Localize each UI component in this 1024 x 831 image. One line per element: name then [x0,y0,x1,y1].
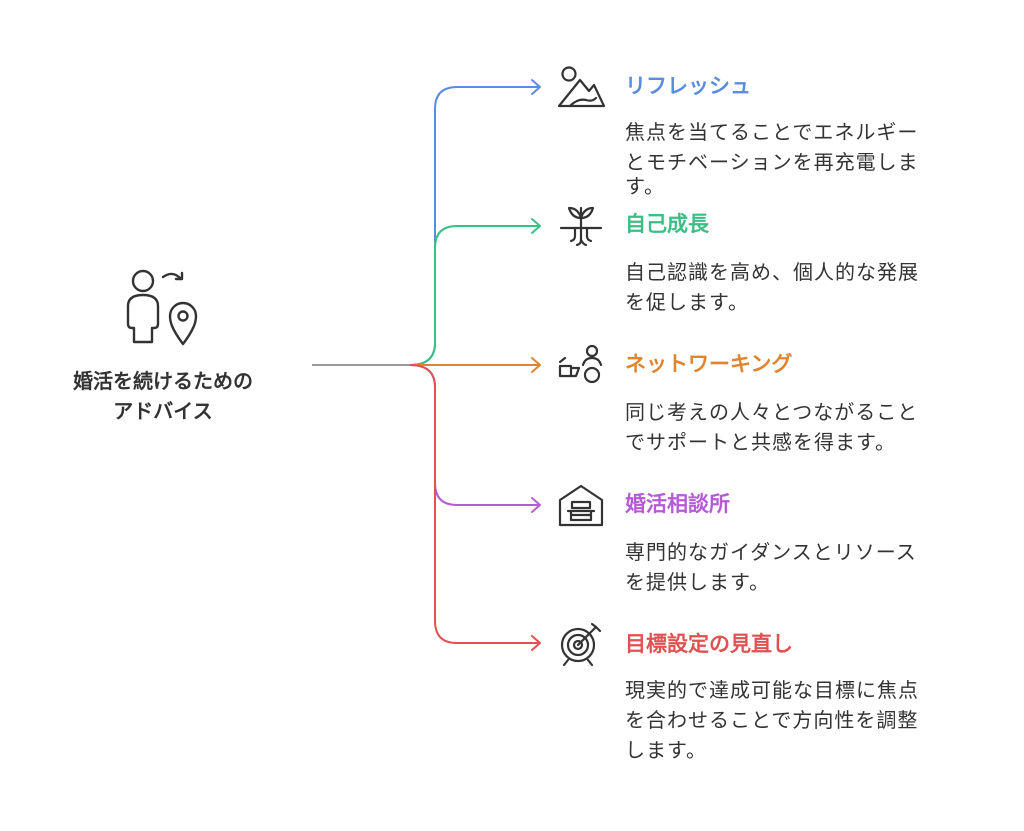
desc-line: 専門的なガイダンスとリソース [625,540,917,564]
branch-connector [409,225,540,366]
desc-line: します。 [625,738,707,762]
branch-title-agency: 婚活相談所 [625,492,730,516]
root-label: 婚活を続けるための アドバイス [20,366,306,426]
sprout-icon [556,200,606,250]
desc-line: 現実的で達成可能な目標に焦点 [625,678,919,702]
landscape-icon [556,62,606,112]
person-location-icon [118,262,208,352]
branch-desc-agency: 専門的なガイダンスとリソース を提供します。 [625,537,987,597]
desc-line: を提供します。 [625,570,770,594]
branch-desc-goal-review: 現実的で達成可能な目標に焦点 を合わせることで方向性を調整 します。 [625,675,987,765]
branch-desc-refresh: 焦点を当てることでエネルギー とモチベーションを再充電しま す。 [625,117,987,201]
root-label-line-2: アドバイス [113,399,213,423]
branch-arrowhead [531,357,541,373]
branch-connector [409,364,540,506]
branch-arrowhead [531,497,541,513]
desc-line: とモチベーションを再充電しま [625,150,919,174]
branch-desc-self-growth: 自己認識を高め、個人的な発展 を促します。 [625,257,987,317]
office-desk-icon [556,480,606,530]
desc-line: を合わせることで方向性を調整 [625,708,919,732]
branch-title-self-growth: 自己成長 [625,212,709,236]
branch-title-goal-review: 目標設定の見直し [625,632,793,656]
branch-desc-networking: 同じ考えの人々とつながること でサポートと共感を得ます。 [625,397,987,457]
branch-arrowhead [531,79,541,95]
branch-connector [409,364,540,644]
desc-line: でサポートと共感を得ます。 [625,430,896,454]
root-label-line-1: 婚活を続けるための [73,369,253,393]
branch-arrowhead [531,218,541,234]
branch-title-networking: ネットワーキング [625,352,793,376]
desc-line: 自己認識を高め、個人的な発展 [625,260,919,284]
network-people-icon [556,340,606,390]
desc-line: 同じ考えの人々とつながること [625,400,919,424]
branch-title-refresh: リフレッシュ [625,74,751,98]
desc-line: を促します。 [625,290,749,314]
desc-line: 焦点を当てることでエネルギー [625,120,919,144]
branch-arrowhead [531,635,541,651]
desc-line: す。 [625,174,665,198]
target-icon [556,618,606,668]
